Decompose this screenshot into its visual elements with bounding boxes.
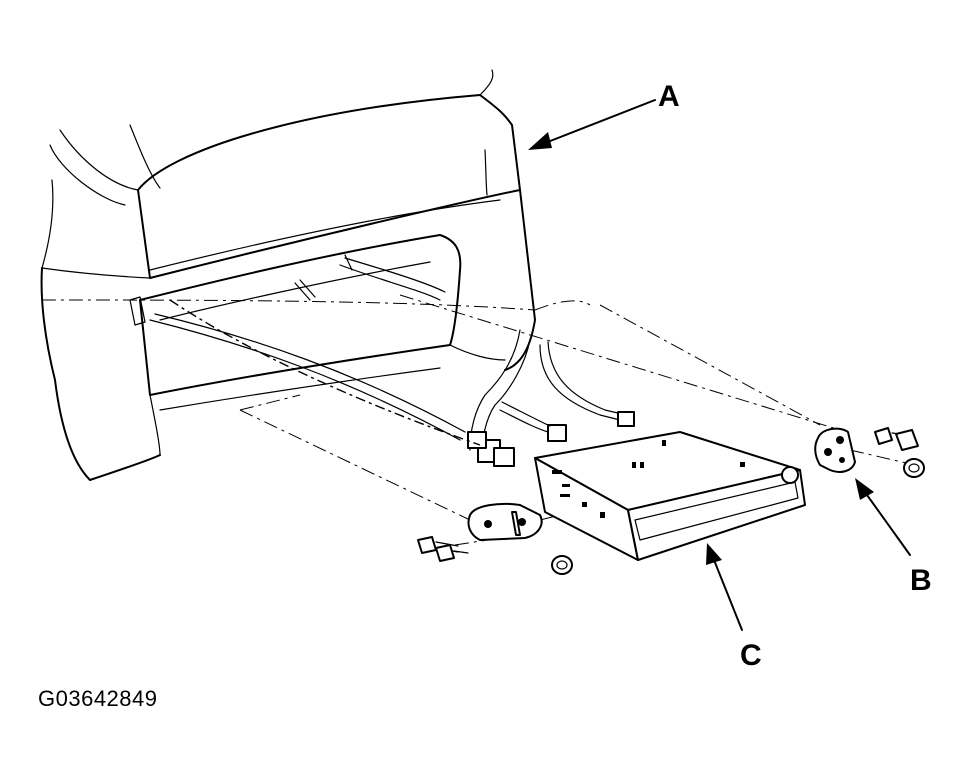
callout-arrow-c [706, 543, 743, 631]
callout-arrow-a [528, 99, 656, 150]
wiring-harness [129, 254, 635, 467]
right-bolts [874, 427, 925, 478]
left-bracket [467, 502, 543, 541]
callout-label-b: B [910, 564, 932, 597]
dash-lower-panel [40, 189, 591, 481]
figure-id: G03642849 [38, 686, 158, 711]
assembly-guide-lines [169, 294, 916, 546]
left-bolts [417, 536, 573, 575]
right-bracket [814, 427, 856, 473]
seat-cushion [41, 69, 521, 279]
callout-label-a: A [658, 80, 680, 113]
callout-label-c: C [740, 639, 762, 672]
radio-unit [534, 431, 806, 561]
callout-arrow-b [855, 478, 911, 556]
